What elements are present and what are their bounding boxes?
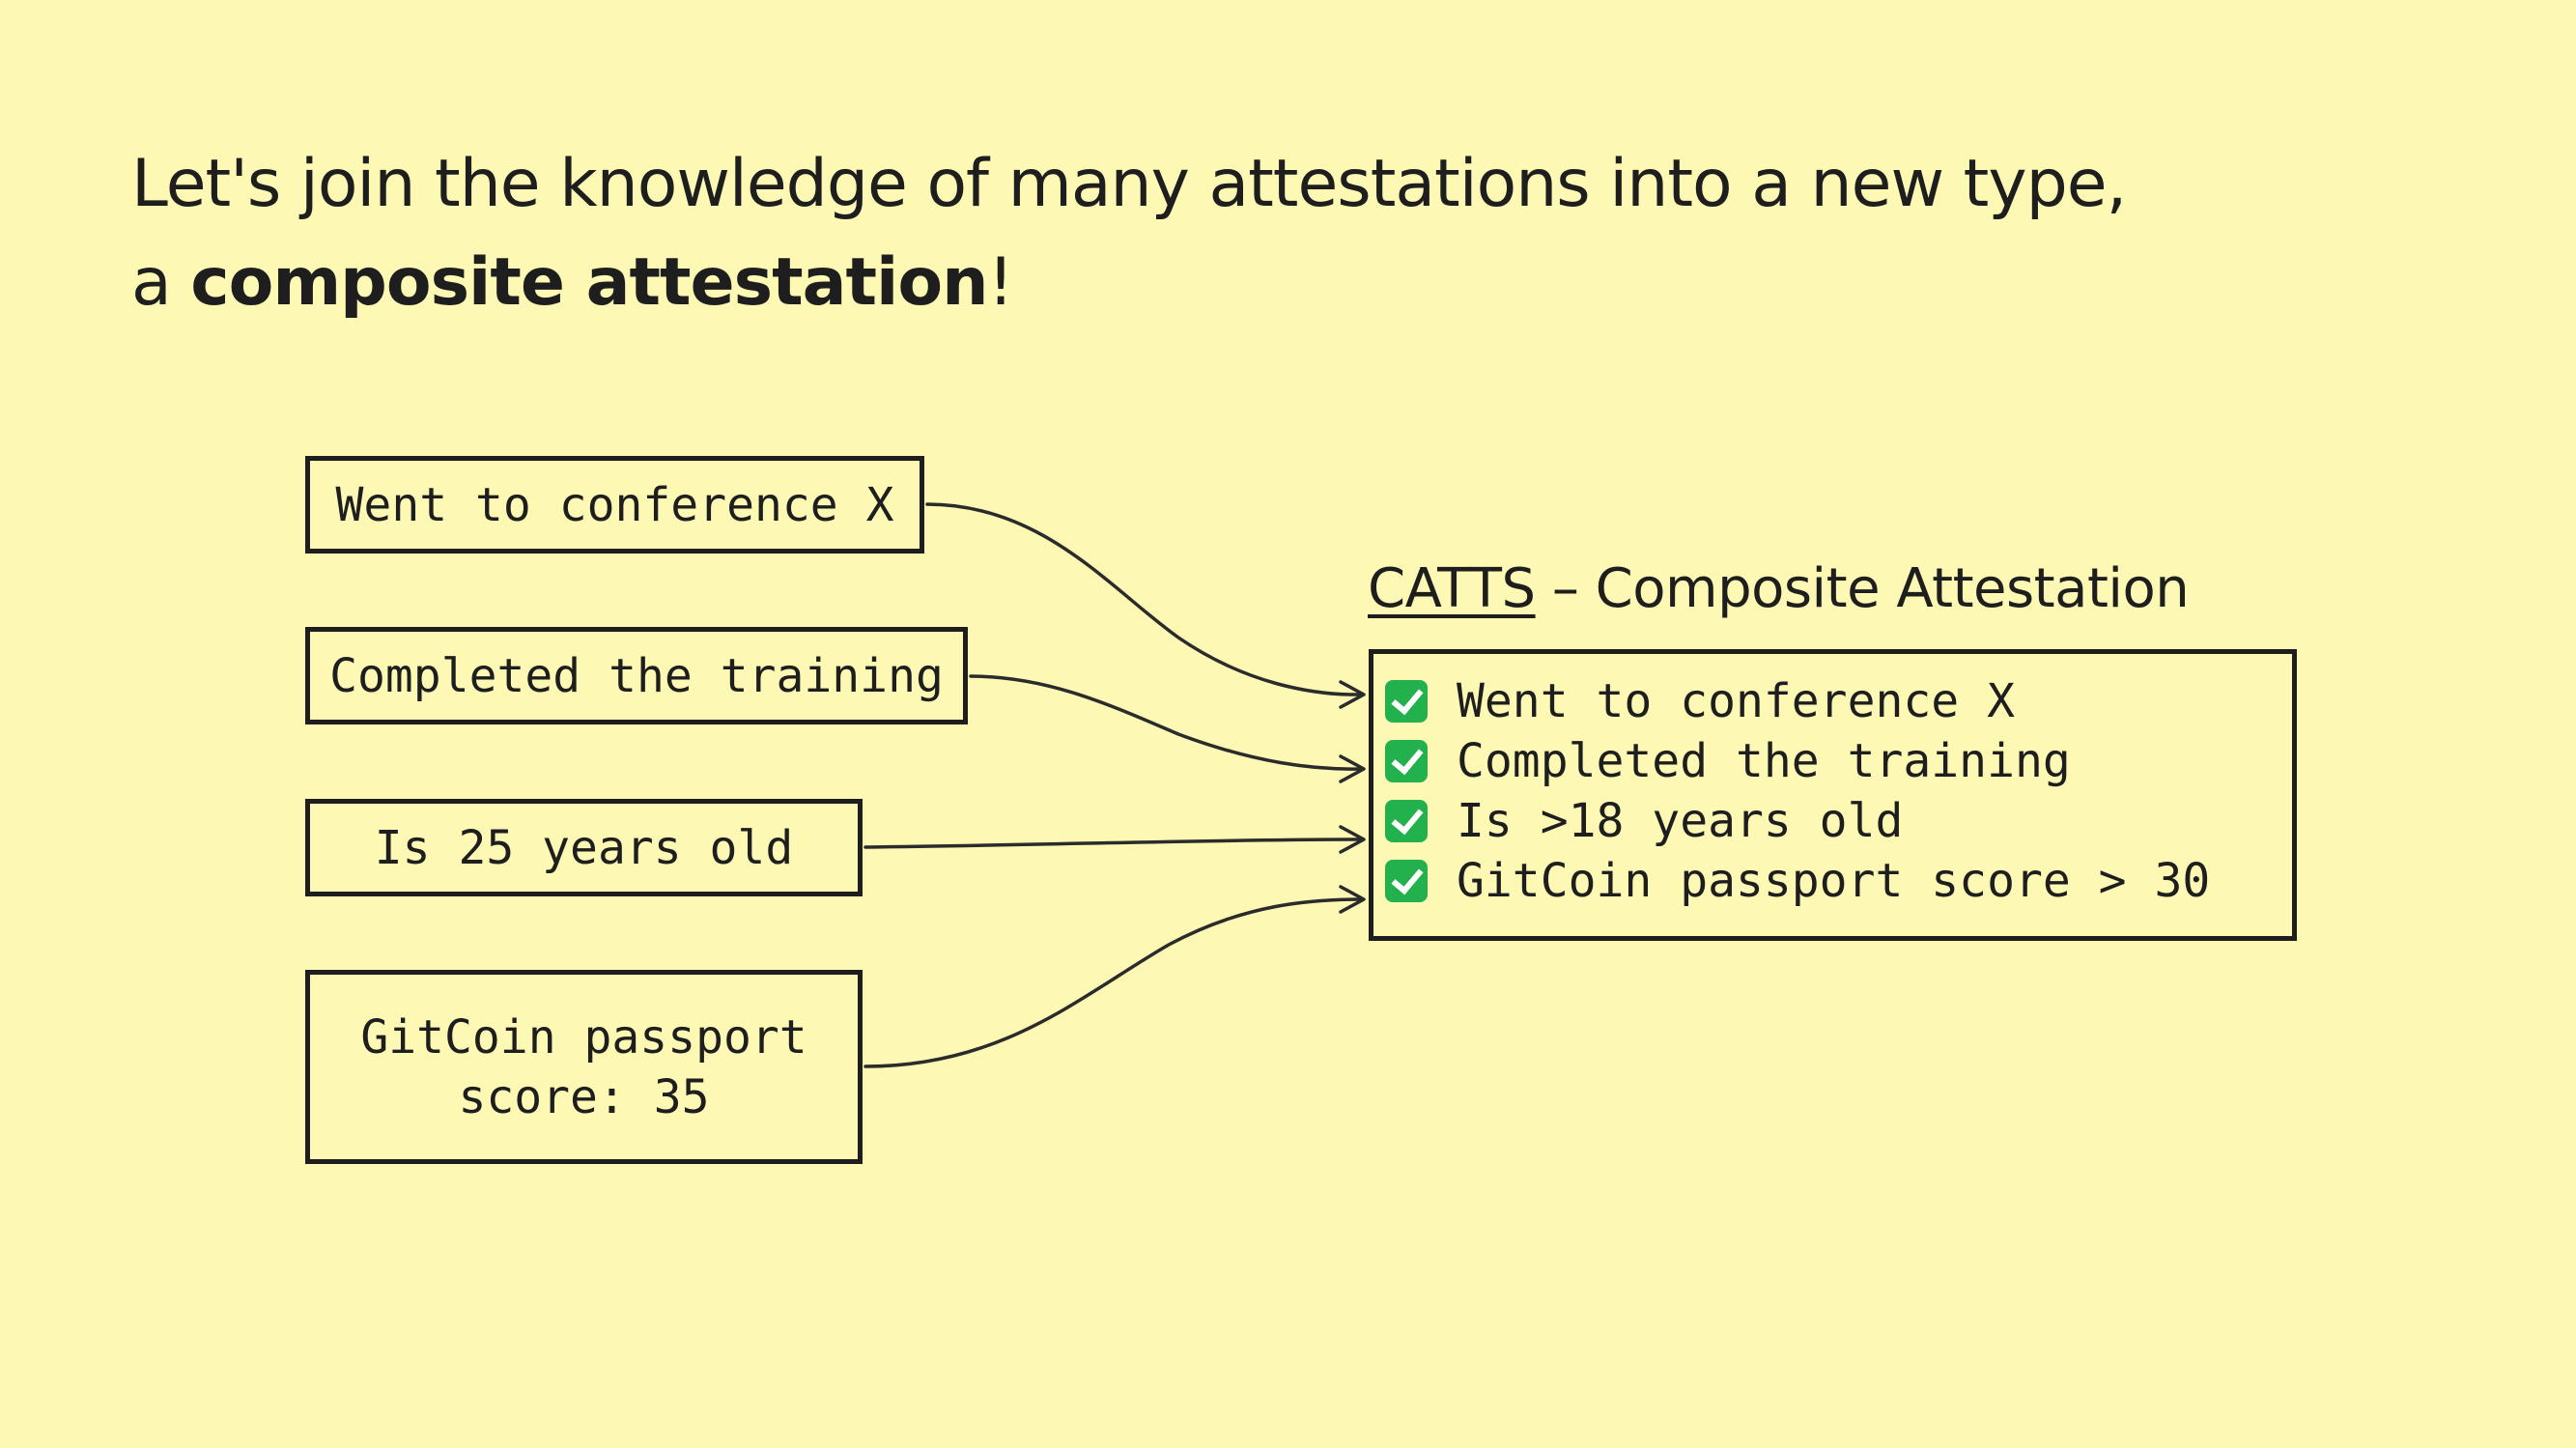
source-label: Is 25 years old (374, 820, 794, 875)
composite-item: GitCoin passport score > 30 (1385, 851, 2292, 911)
composite-item: Went to conference X (1385, 671, 2292, 731)
source-label: Completed the training (329, 648, 944, 703)
check-mark-icon (1385, 740, 1428, 782)
source-attestation-training: Completed the training (305, 627, 968, 724)
connector-arrow-age (863, 838, 1364, 849)
headline-line-2: a composite attestation! (131, 234, 2126, 332)
composite-attestation-box: Went to conference X Completed the train… (1369, 649, 2297, 941)
composite-acronym: CATTS (1368, 557, 1536, 620)
source-label-block: GitCoin passport score: 35 (360, 1008, 807, 1127)
source-label: Went to conference X (335, 477, 894, 532)
composite-item-label: Is >18 years old (1457, 794, 1904, 848)
check-mark-icon (1385, 860, 1428, 902)
connector-arrow-gitcoin (863, 897, 1364, 1068)
headline-emphasis: composite attestation (190, 244, 988, 321)
composite-item-label: Went to conference X (1457, 674, 2015, 728)
source-label-line-2: score: 35 (458, 1069, 710, 1124)
headline: Let's join the knowledge of many attesta… (131, 135, 2127, 332)
check-mark-icon (1385, 800, 1428, 842)
composite-item: Completed the training (1385, 731, 2292, 791)
source-attestation-gitcoin: GitCoin passport score: 35 (305, 970, 863, 1164)
composite-item-label: Completed the training (1457, 734, 2071, 788)
composite-item: Is >18 years old (1385, 791, 2292, 851)
headline-prefix: a (131, 244, 191, 321)
check-mark-icon (1385, 680, 1428, 723)
arrowhead-icon (1339, 754, 1366, 783)
composite-title-rest: – Composite Attestation (1535, 557, 2190, 620)
composite-item-label: GitCoin passport score > 30 (1457, 854, 2211, 908)
arrowhead-icon (1339, 825, 1366, 854)
source-attestation-age: Is 25 years old (305, 799, 863, 896)
connector-arrow-training (969, 674, 1364, 771)
arrowhead-icon (1339, 680, 1366, 709)
composite-title: CATTS – Composite Attestation (1368, 551, 2190, 628)
source-label-line-1: GitCoin passport (360, 1009, 807, 1065)
headline-suffix: ! (987, 244, 1013, 321)
arrowhead-icon (1339, 885, 1366, 914)
connector-arrow-conference (925, 502, 1364, 696)
source-attestation-conference: Went to conference X (305, 456, 924, 554)
headline-line-1: Let's join the knowledge of many attesta… (131, 146, 2127, 222)
